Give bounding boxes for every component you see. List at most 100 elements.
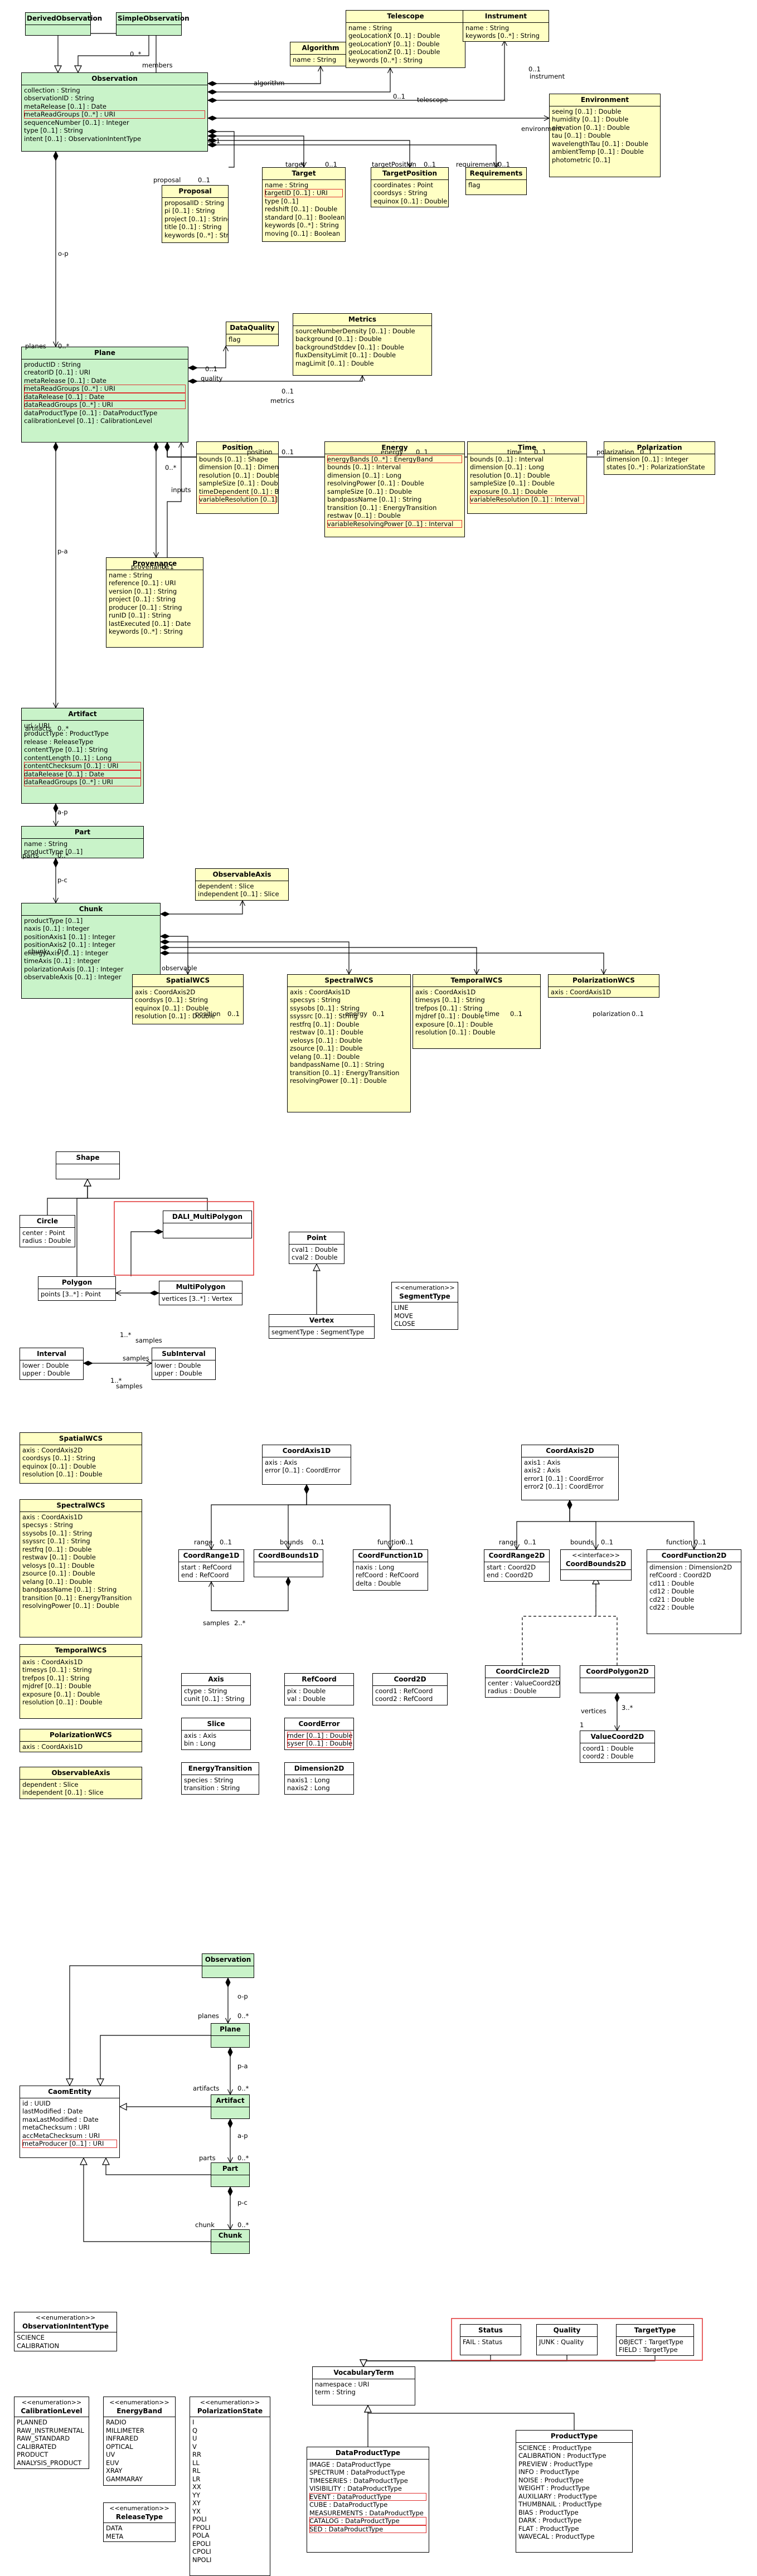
class-name: Energy <box>325 442 464 454</box>
attribute: photometric [0..1] <box>552 155 610 164</box>
inheritance-line <box>76 1179 88 1276</box>
attribute: ANALYSIS_PRODUCT <box>17 2458 82 2467</box>
association-label: planes <box>198 2012 219 2020</box>
association-label: requirements <box>456 161 499 168</box>
association-label: provenance <box>131 563 169 571</box>
class-name: Target <box>263 168 345 180</box>
attribute: axis : Axis <box>184 1731 217 1739</box>
attribute: resolution [0..1] : Double <box>415 1028 496 1036</box>
attribute: restwav [0..1] : Double <box>22 1553 96 1561</box>
class-name: Interval <box>20 1348 83 1360</box>
attribute: sampleSize [0..1] : Double <box>199 479 278 487</box>
association-label: samples <box>135 1336 162 1344</box>
association-label: 0..* <box>237 2221 249 2229</box>
attribute: restfrq [0..1] : Double <box>290 1020 360 1028</box>
attribute: SCIENCE <box>17 2334 45 2341</box>
class-name: Observation <box>22 73 207 85</box>
attribute: LL <box>192 2458 200 2467</box>
attribute: species : String <box>184 1776 234 1784</box>
association-line <box>208 68 390 92</box>
class-title: ValueCoord2D <box>590 1733 644 1741</box>
class-name: DerivedObservation <box>26 13 102 25</box>
attribute: keywords [0..*] : String <box>465 32 540 40</box>
class-title: SpatialWCS <box>59 1435 103 1442</box>
attribute: dimension [0..1] : Dimension2D <box>199 463 278 471</box>
attribute: CALIBRATION : ProductType <box>518 2452 606 2460</box>
class-title: Coord2D <box>394 1675 426 1683</box>
attribute: FIELD : TargetType <box>619 2346 678 2354</box>
attribute: independent [0..1] : Slice <box>22 1788 104 1796</box>
attribute: calibrationLevel [0..1] : CalibrationLev… <box>24 417 152 425</box>
association-label: quality <box>201 375 223 382</box>
association-label: samples <box>123 1354 149 1362</box>
class-name: <<interface>>CoordBounds2D <box>561 1550 631 1570</box>
attribute: productID : String <box>24 360 81 368</box>
attribute: geoLocationY [0..1] : Double <box>348 40 440 48</box>
association-line <box>130 1232 163 1276</box>
attribute: EUV <box>106 2458 119 2467</box>
attribute: term : String <box>315 2388 356 2396</box>
attribute: bounds [0..1] : Shape <box>199 455 268 463</box>
attribute: EVENT : DataProductType <box>309 2492 426 2501</box>
attribute-list <box>254 1562 323 1572</box>
attribute: cunit [0..1] : String <box>184 1695 245 1703</box>
attribute: axis2 : Axis <box>524 1466 561 1474</box>
attribute: radius : Double <box>488 1687 537 1695</box>
association-label: 1..* <box>120 1331 132 1339</box>
attribute: FLAT : ProductType <box>518 2524 579 2533</box>
attribute: axis : CoordAxis1D <box>22 1658 83 1666</box>
attribute: naxis1 : Long <box>287 1776 330 1784</box>
class-title: ProductType <box>550 2432 598 2440</box>
association-label: chunk <box>195 2221 215 2229</box>
association-label: 1 <box>580 1721 584 1729</box>
class-name: Requirements <box>466 168 526 180</box>
attribute: PRODUCT <box>17 2451 48 2458</box>
attribute: start : Coord2D <box>487 1563 536 1571</box>
class-title: TemporalWCS <box>450 976 503 984</box>
attribute: timesys [0..1] : String <box>415 996 485 1004</box>
attribute: axis : CoordAxis1D <box>290 988 351 996</box>
attribute: val : Double <box>287 1695 326 1703</box>
class-title: CaomEntity <box>48 2088 91 2096</box>
class-title: TargetType <box>634 2326 676 2334</box>
association-label: p-c <box>57 876 67 884</box>
attribute: specsys : String <box>22 1521 73 1529</box>
class-observation2: Observation <box>202 1953 254 1978</box>
association-label: artifacts <box>25 725 52 732</box>
class-name: SpatialWCS <box>133 975 243 987</box>
attribute: sampleSize [0..1] : Double <box>470 479 555 487</box>
inheritance-line <box>368 2405 575 2430</box>
class-name: CoordCircle2D <box>486 1666 560 1678</box>
class-name: TemporalWCS <box>413 975 540 987</box>
attribute: velang [0..1] : Double <box>290 1052 360 1061</box>
attribute: OBJECT : TargetType <box>619 2337 683 2346</box>
class-title: PolarizationState <box>197 2407 263 2415</box>
association-label: 0..* <box>237 2084 249 2092</box>
association-label: time <box>507 448 522 456</box>
attribute: seeing [0..1] : Double <box>552 107 622 115</box>
class-name: Position <box>197 442 278 454</box>
attribute: name : String <box>465 23 509 32</box>
attribute: CLOSE <box>394 1320 415 1328</box>
class-title: DataProductType <box>335 2449 401 2457</box>
attribute: positionAxis2 [0..1] : Integer <box>24 941 115 949</box>
association-label: observable <box>162 964 197 972</box>
association-label: energy <box>345 1010 368 1018</box>
attribute: ssyssrc [0..1] : String <box>22 1537 90 1545</box>
attribute: trefpos [0..1] : String <box>22 1674 90 1682</box>
